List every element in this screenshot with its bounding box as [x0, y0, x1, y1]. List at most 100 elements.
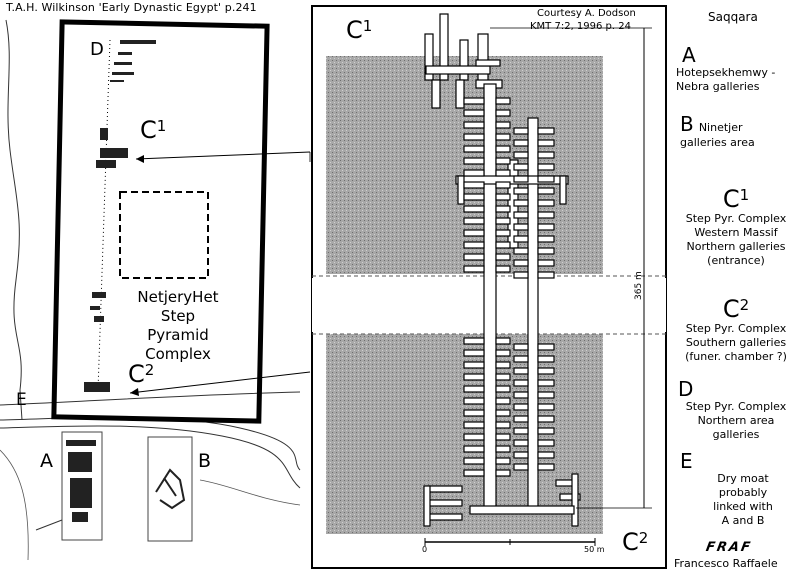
gallery-rib-east-right [537, 223, 555, 231]
gallery-rib-east-left [513, 211, 529, 219]
gallery-rib-east-right [537, 415, 555, 423]
complex-name-line-2: Step Pyramid [147, 307, 209, 344]
gallery-rib-west-left [463, 217, 485, 225]
courtesy-line-1: Courtesy A. Dodson [537, 8, 636, 19]
gallery-rib-west-left [463, 181, 485, 189]
gallery-rib-west-right [495, 433, 511, 441]
gallery-plan [424, 13, 569, 513]
label-d: D [90, 39, 104, 60]
scale-end: 50 m [584, 545, 605, 554]
gallery-rib-east-right [537, 139, 555, 147]
scale-zero: 0 [422, 545, 428, 554]
gallery-rib-east-left [513, 127, 529, 135]
gallery-rib-east-right [537, 199, 555, 207]
legend-e-row-1: E [676, 450, 796, 472]
gallery-rib-east-right [537, 187, 555, 195]
legend-e: E Dry moat probably linked with A and B [676, 450, 796, 528]
legend-c2-letter-row: C2 [674, 296, 798, 322]
gallery-rib-west-right [495, 373, 511, 381]
panel-b [147, 436, 193, 542]
gallery-rib-east-left [513, 199, 529, 207]
gallery-rib-west-right [495, 241, 511, 249]
gallery-rib-east-right [537, 403, 555, 411]
length-label: 365 m [634, 271, 644, 300]
label-c2-plan: C2 [622, 528, 648, 556]
gallery-rib-west-left [463, 265, 485, 273]
gallery-rib-west-right [495, 469, 511, 477]
gallery-a-marks [66, 440, 96, 522]
legend-c2: C2 Step Pyr. Complex Southern galleries … [674, 296, 798, 364]
gallery-rib-west-right [495, 169, 511, 177]
legend-c2-sup: 2 [739, 296, 750, 314]
legend-a-letter: A [682, 43, 696, 67]
label-c1-map-sup: 1 [156, 117, 167, 135]
arrow-c2 [129, 371, 311, 394]
legend-e-line-1: Dry moat [717, 472, 769, 485]
legend-a-line-1: Hotepsekhemwy - [676, 66, 776, 79]
gallery-rib-east-right [537, 247, 555, 255]
moat-line-2 [0, 425, 301, 489]
legend-a: A Hotepsekhemwy - Nebra galleries [676, 44, 796, 94]
legend-e-line-4: A and B [721, 514, 765, 527]
gallery-rib-east-right [537, 427, 555, 435]
gallery-rib-west-right [495, 217, 511, 225]
legend-c2-line-1: Step Pyr. Complex [685, 322, 787, 335]
legend-e-letter: E [680, 449, 693, 473]
legend-c1-letter: C [722, 185, 740, 213]
gallery-rib-east-left [513, 235, 529, 243]
gallery-rib-west-left [463, 337, 485, 345]
gallery-middle-cluster [90, 292, 106, 322]
gallery-rib-west-left [463, 133, 485, 141]
signature-name: Francesco Raffaele [674, 557, 778, 570]
gallery-rib-west-left [463, 361, 485, 369]
gallery-rib-west-right [495, 157, 511, 165]
gallery-rib-west-right [495, 409, 511, 417]
gallery-rib-east-right [537, 163, 555, 171]
gallery-rib-east-left [513, 259, 529, 267]
legend-c1-line-4: (entrance) [707, 254, 765, 267]
gallery-rib-west-right [495, 109, 511, 117]
gallery-rib-west-left [463, 193, 485, 201]
label-c1-plan-sup: 1 [362, 17, 373, 35]
legend-c1-line-3: Northern galleries [686, 240, 786, 253]
label-c1-plan: C1 [346, 16, 373, 44]
label-c2-map-sup: 2 [144, 361, 155, 379]
legend-c2-line-3: (funer. chamber ?) [685, 350, 787, 363]
gallery-rib-east-right [537, 271, 555, 279]
legend-a-line-2: Nebra galleries [676, 80, 760, 93]
courtesy-line-2: KMT 7:2, 1996 p. 24 [530, 21, 631, 32]
legend-d-letter: D [678, 377, 694, 401]
legend-b-row-1: B Ninetjer [680, 112, 796, 136]
legend-c1-line-1: Step Pyr. Complex [685, 212, 787, 225]
label-c2-plan-letter: C [622, 528, 639, 556]
legend-d-line-1: Step Pyr. Complex [685, 400, 787, 413]
gallery-rib-west-left [463, 241, 485, 249]
gallery-rib-west-right [495, 265, 511, 273]
gallery-rib-west-left [463, 373, 485, 381]
gallery-rib-west-right [495, 205, 511, 213]
gallery-rib-east-left [513, 247, 529, 255]
gallery-rib-east-left [513, 343, 529, 351]
label-e: E [16, 390, 27, 410]
gallery-c2-cluster [84, 382, 110, 392]
gallery-rib-east-left [513, 451, 529, 459]
gallery-rib-west-right [495, 133, 511, 141]
gallery-rib-east-right [537, 175, 555, 183]
gallery-rib-east-left [513, 151, 529, 159]
gallery-rib-east-right [537, 259, 555, 267]
gallery-rib-east-left [513, 415, 529, 423]
gallery-rib-west-left [463, 121, 485, 129]
legend-b-line-2: galleries area [680, 136, 755, 149]
label-c1-map: C1 [140, 117, 167, 142]
gallery-rib-west-right [495, 229, 511, 237]
label-c1-plan-letter: C [346, 16, 363, 44]
gallery-rib-west-left [463, 109, 485, 117]
left-coastline [5, 19, 23, 421]
legend-c1-line-2: Western Massif [694, 226, 778, 239]
gallery-rib-east-right [537, 355, 555, 363]
gallery-rib-east-left [513, 379, 529, 387]
gallery-rib-east-left [513, 427, 529, 435]
legend-c2-letter: C [722, 295, 740, 323]
